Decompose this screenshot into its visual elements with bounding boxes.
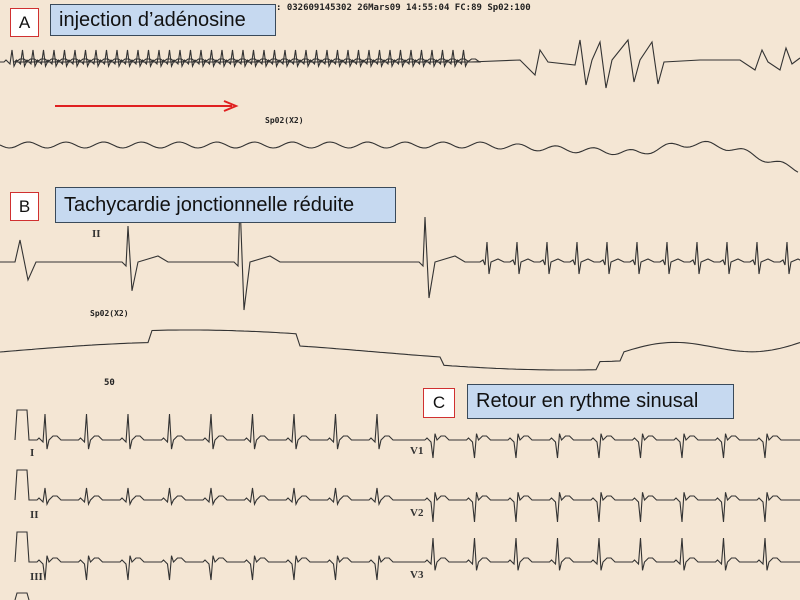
ecg-trace-a bbox=[0, 49, 482, 69]
ecg-lead-i bbox=[14, 409, 425, 450]
ecg-lead-v1 bbox=[424, 433, 800, 459]
lead-label-iii: III bbox=[30, 571, 43, 583]
ecg-trace-b bbox=[0, 201, 800, 311]
spo2-trace-a bbox=[0, 140, 799, 173]
monitor-header: : 032609145302 26Mars09 14:55:04 FC:89 S… bbox=[276, 3, 531, 13]
panel-a-label: A bbox=[10, 8, 39, 37]
lead-label-ii: II bbox=[30, 509, 39, 521]
panel-c-label: C bbox=[423, 388, 455, 418]
panel-b-label: B bbox=[10, 192, 39, 221]
spo2-trace-b bbox=[0, 329, 800, 371]
panel-b-caption: Tachycardie jonctionnelle réduite bbox=[55, 187, 396, 223]
lead-label-v3: V3 bbox=[410, 569, 424, 581]
panel-a-caption: injection d’adénosine bbox=[50, 4, 276, 36]
lead-label-v2: V2 bbox=[410, 507, 424, 519]
panel-c-caption: Retour en rythme sinusal bbox=[467, 384, 734, 419]
ecg-lead-partial bbox=[14, 592, 30, 600]
scale-label: 50 bbox=[104, 378, 115, 388]
ecg-lead-iii bbox=[14, 531, 425, 581]
ecg-trace-a-end bbox=[469, 38, 800, 89]
lead-label-b: II bbox=[92, 228, 101, 240]
ecg-lead-ii bbox=[14, 469, 425, 507]
spo2-label-b: Sp02(X2) bbox=[90, 309, 129, 318]
ecg-lead-v2 bbox=[424, 492, 800, 523]
spo2-label-a: Sp02(X2) bbox=[265, 116, 304, 125]
lead-label-i: I bbox=[30, 447, 35, 459]
ecg-lead-v3 bbox=[424, 537, 800, 571]
lead-label-v1: V1 bbox=[410, 445, 424, 457]
arrow-right-icon bbox=[55, 100, 239, 112]
